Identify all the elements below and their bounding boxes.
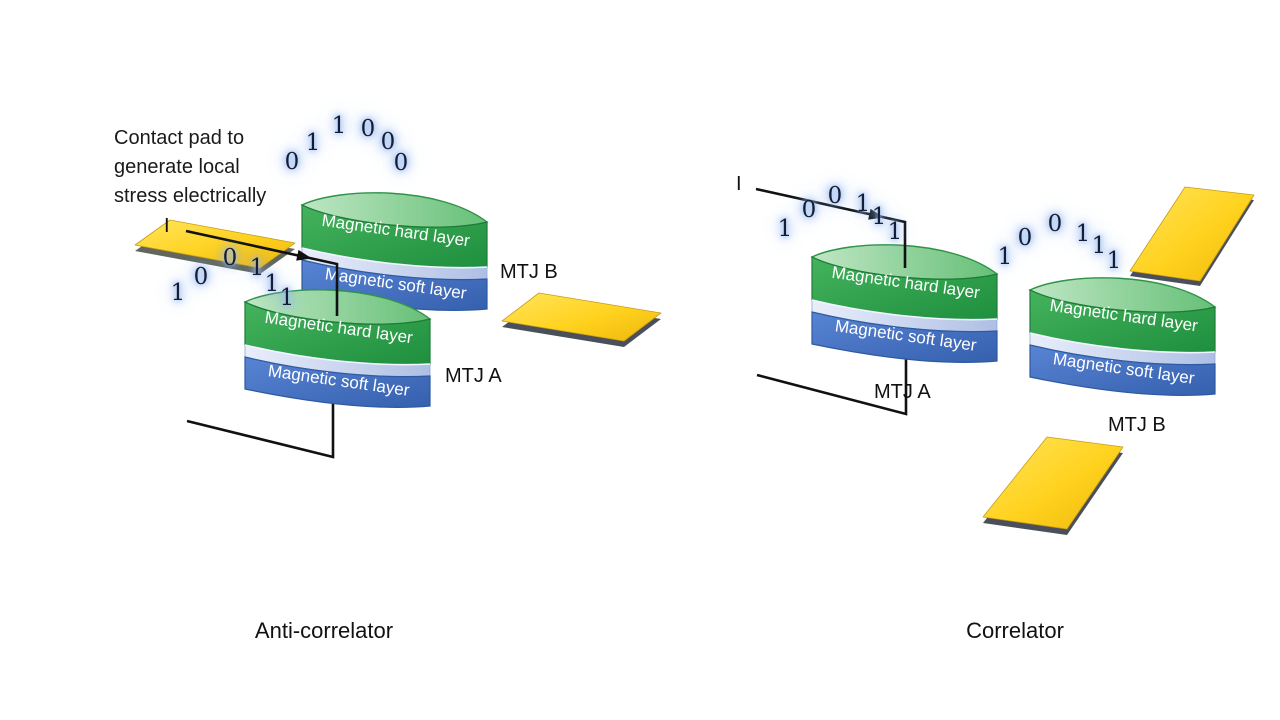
- left-current-arrow-icon: [296, 249, 312, 261]
- left-stress-contact-pad: [134, 219, 296, 274]
- left-mtj-b-stack: Magnetic hard layer Magnetic soft layer: [301, 191, 488, 312]
- right-bottom-wire: [756, 356, 908, 416]
- right-mtj-b-stack: Magnetic hard layer Magnetic soft layer: [1029, 276, 1216, 397]
- right-mtj-a-stack: Magnetic hard layer Magnetic soft layer: [811, 243, 998, 364]
- right-mtj-b-pad: [982, 436, 1124, 535]
- right-top-pad: [1129, 186, 1255, 286]
- right-current-wire: [755, 187, 907, 268]
- left-bottom-wire: [186, 402, 335, 459]
- left-mtj-b-pad: [501, 292, 662, 347]
- left-current-wire: [185, 229, 339, 316]
- right-current-arrow-icon: [868, 208, 884, 220]
- left-mtj-a-stack: Magnetic hard layer Magnetic soft layer: [244, 288, 431, 409]
